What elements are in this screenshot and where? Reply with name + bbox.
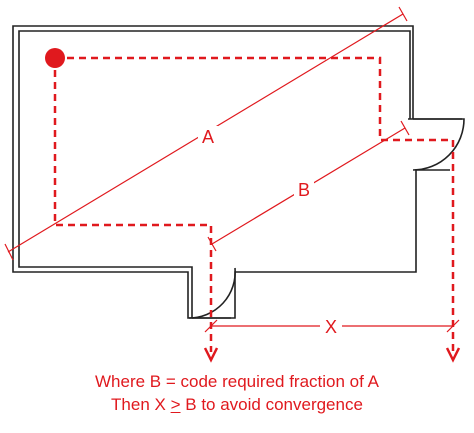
exit-arrows	[203, 347, 461, 363]
door-right-swing	[412, 118, 465, 171]
dimension-b-tick-start	[207, 236, 217, 252]
greater-equal-symbol: >	[170, 395, 181, 414]
dimension-b-label: B	[298, 180, 310, 200]
dimension-a-label: A	[202, 127, 214, 147]
dimension-b-label-bg	[294, 179, 314, 199]
dimension-x-tick-start	[204, 319, 218, 333]
room-walls	[12, 25, 462, 319]
wall-inner	[18, 30, 411, 318]
wall-outer	[12, 25, 450, 319]
egress-path-alt	[53, 58, 213, 352]
caption-line-2: Then X > B to avoid convergence	[0, 395, 474, 415]
dimension-x-label: X	[325, 317, 337, 337]
doors	[188, 118, 465, 319]
door-bottom-swing	[188, 267, 236, 319]
egress-path-main	[55, 56, 455, 352]
dimension-a-tick-end	[398, 6, 408, 22]
dimension-a-label-bg	[198, 126, 218, 146]
down-arrow-left	[203, 347, 219, 363]
egress-path	[53, 56, 455, 352]
dimension-b-tick-end	[400, 120, 410, 136]
dimension-x-tick-end	[446, 319, 460, 333]
caption-line-1: Where B = code required fraction of A	[95, 372, 379, 391]
caption-line-2-start: Then X	[111, 395, 171, 414]
occupant-start-dot	[45, 48, 65, 68]
dimension-a-tick-start	[4, 243, 14, 261]
down-arrow-right	[445, 347, 461, 363]
dimension-x-label-bg	[320, 316, 342, 336]
caption-line-2-end: B to avoid convergence	[180, 395, 363, 414]
